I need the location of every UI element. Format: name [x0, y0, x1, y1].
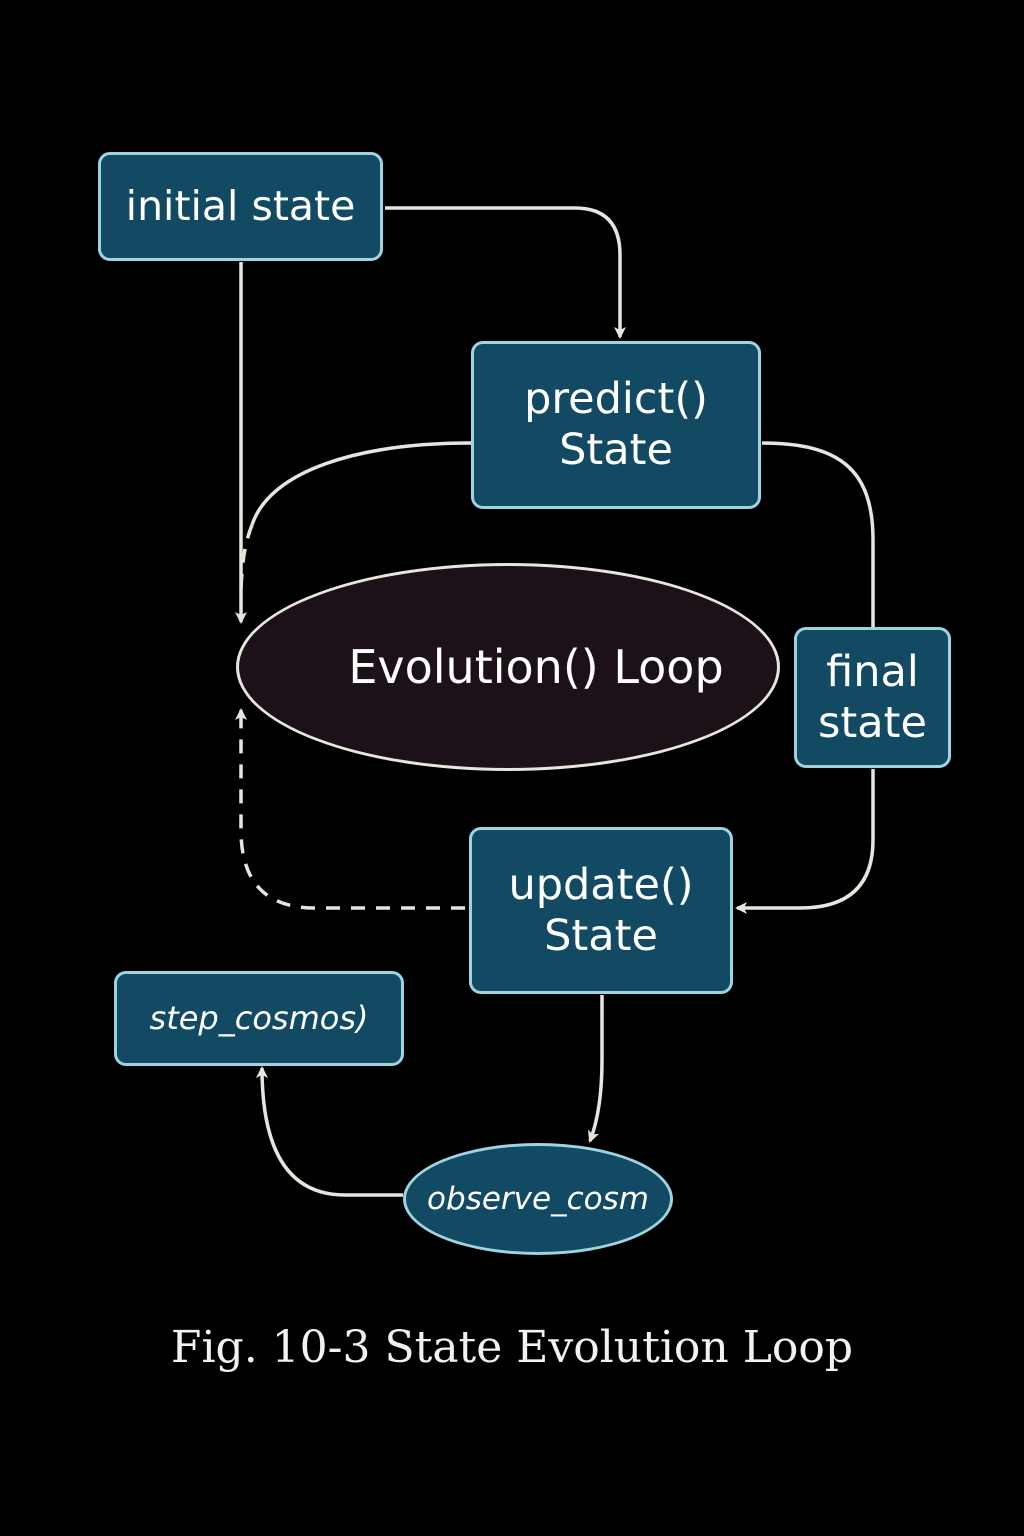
edge-initial-to-predict — [385, 206, 626, 339]
final-state-node: final state — [794, 627, 951, 768]
initial-state-label: initial state — [125, 182, 356, 231]
predict-label-line2: State — [559, 425, 673, 475]
predict-state-node: predict() State — [471, 341, 761, 509]
update-label-line2: State — [544, 910, 658, 961]
figure-caption: Fig. 10-3 State Evolution Loop — [170, 1322, 854, 1373]
observe-cosmos-label: observe_cosm — [427, 1181, 649, 1217]
step-cosmos-label: step_cosmos) — [149, 998, 369, 1037]
edge-final-to-update — [735, 769, 875, 914]
evolution-loop-node: Evolution() Loop — [236, 563, 780, 771]
final-state-label-line2: state — [818, 697, 927, 748]
update-label-line1: update() — [508, 859, 694, 910]
evolution-loop-label: Evolution() Loop — [348, 640, 724, 694]
update-state-node: update() State — [469, 827, 733, 994]
edge-predict-to-loop — [250, 441, 472, 526]
final-state-label-line1: final — [826, 646, 919, 697]
edge-predict-to-loop-dashed — [239, 524, 254, 591]
initial-state-node: initial state — [98, 152, 383, 261]
step-cosmos-node: step_cosmos) — [114, 971, 404, 1066]
edge-observe-to-step — [256, 1066, 403, 1197]
observe-cosmos-node: observe_cosm — [403, 1143, 673, 1255]
edge-update-to-observe — [588, 995, 604, 1143]
edge-update-to-loop — [239, 712, 465, 910]
edge-predict-to-final — [761, 441, 875, 627]
predict-label-line1: predict() — [524, 374, 708, 425]
